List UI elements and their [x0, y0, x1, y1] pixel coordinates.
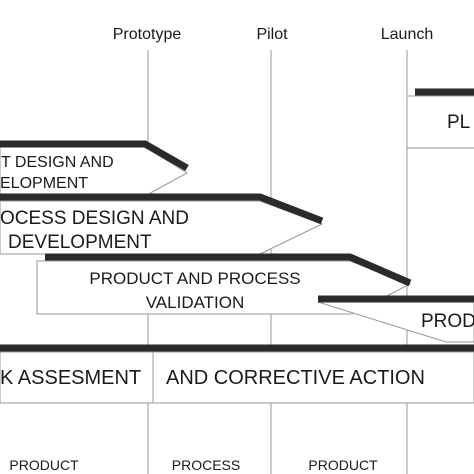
production-label: PROD: [421, 311, 474, 332]
product-design-line2: ELOPMENT: [0, 175, 89, 192]
validation-line1: PRODUCT AND PROCESS: [89, 269, 301, 288]
product-design-arrow: [0, 140, 189, 197]
bottom-product-left-label: PRODUCT: [9, 457, 79, 473]
validation-arrow: [36, 253, 412, 315]
milestone-prototype-label: Prototype: [112, 26, 182, 43]
risk-bar: [0, 344, 474, 404]
process-design-line1: OCESS DESIGN AND: [0, 208, 189, 229]
product-design-line1: T DESIGN AND: [1, 154, 114, 171]
validation-text: PRODUCT AND PROCESS VALIDATION: [60, 267, 330, 315]
bottom-process-label: PROCESS: [171, 457, 241, 473]
product-design-text: T DESIGN AND ELOPMENT: [0, 152, 120, 195]
production-block: [317, 295, 474, 343]
risk-bar-right-text: AND CORRECTIVE ACTION: [166, 367, 425, 389]
planning-label: PL: [447, 112, 471, 133]
planning-block: [406, 88, 474, 149]
milestone-launch-label: Launch: [380, 26, 434, 43]
process-design-line2: DEVELOPMENT: [8, 232, 152, 253]
milestone-pilot-label: Pilot: [256, 26, 288, 43]
risk-bar-left-text: K ASSESMENT: [0, 367, 142, 389]
bottom-product-right-label: PRODUCT: [308, 457, 378, 473]
process-design-arrow: [0, 193, 324, 255]
validation-line2: VALIDATION: [145, 293, 245, 312]
